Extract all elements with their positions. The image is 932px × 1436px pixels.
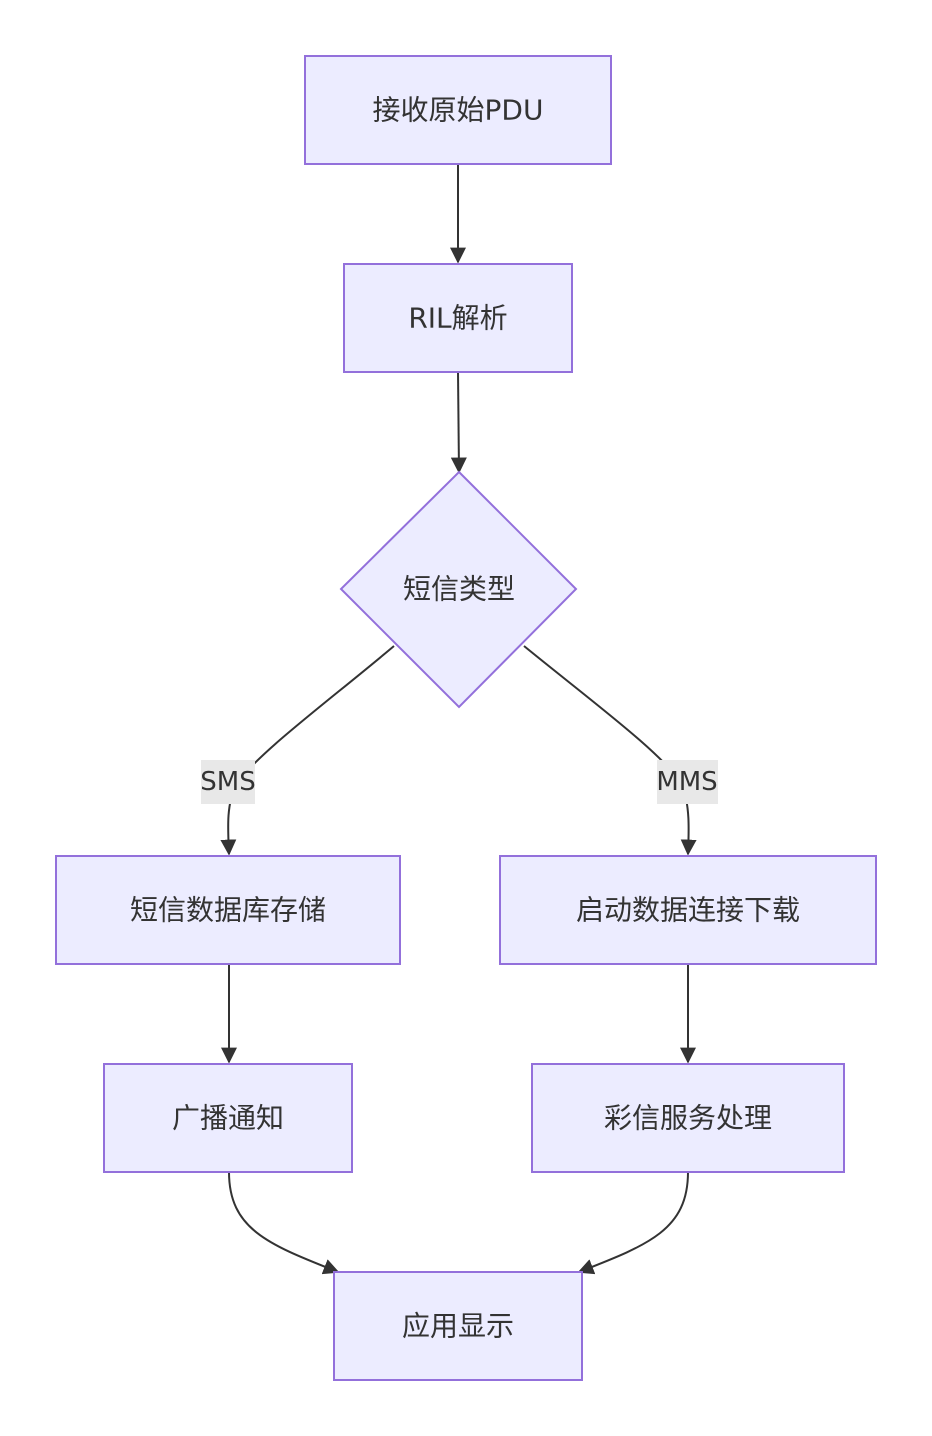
edge-broadcast-to-display [228, 1171, 340, 1275]
node-mms-service-box [531, 1063, 845, 1173]
node-receive-pdu-label: 接收原始PDU [373, 94, 544, 127]
node-broadcast-notify-box [103, 1063, 353, 1173]
edge-ril-to-type [450, 371, 467, 474]
node-sms-db-store-box [55, 855, 401, 965]
node-broadcast-notify: 广播通知 [103, 1063, 353, 1173]
node-app-display-box [333, 1271, 583, 1381]
node-mms-service: 彩信服务处理 [531, 1063, 845, 1173]
edge-label-mms-text: MMS [656, 767, 717, 797]
node-sms-type-diamond [339, 470, 578, 709]
node-sms-db-store-label: 短信数据库存储 [130, 894, 326, 927]
node-app-display: 应用显示 [333, 1271, 583, 1381]
edge-label-sms-text: SMS [200, 767, 255, 797]
edge-type-to-mms-download [523, 645, 697, 856]
node-mms-service-label: 彩信服务处理 [604, 1102, 772, 1135]
edge-label-mms: MMS [656, 760, 718, 804]
node-sms-db-store: 短信数据库存储 [55, 855, 401, 965]
edge-label-sms-bg [201, 760, 255, 804]
node-start-data-download-label: 启动数据连接下载 [576, 894, 800, 927]
node-sms-type-label: 短信类型 [403, 573, 515, 606]
edge-label-mms-bg [657, 760, 718, 804]
node-sms-type: 短信类型 [339, 470, 578, 709]
node-start-data-download-box [499, 855, 877, 965]
edge-label-sms: SMS [200, 760, 256, 804]
node-ril-parse-box [343, 263, 573, 373]
node-broadcast-notify-label: 广播通知 [172, 1102, 284, 1135]
edge-type-to-sms-store [220, 645, 395, 856]
node-receive-pdu-box [304, 55, 612, 165]
node-start-data-download: 启动数据连接下载 [499, 855, 877, 965]
node-app-display-label: 应用显示 [402, 1310, 514, 1343]
node-ril-parse: RIL解析 [343, 263, 573, 373]
node-ril-parse-label: RIL解析 [408, 302, 507, 335]
edge-mms-service-to-display [577, 1171, 689, 1275]
node-receive-pdu: 接收原始PDU [304, 55, 612, 165]
